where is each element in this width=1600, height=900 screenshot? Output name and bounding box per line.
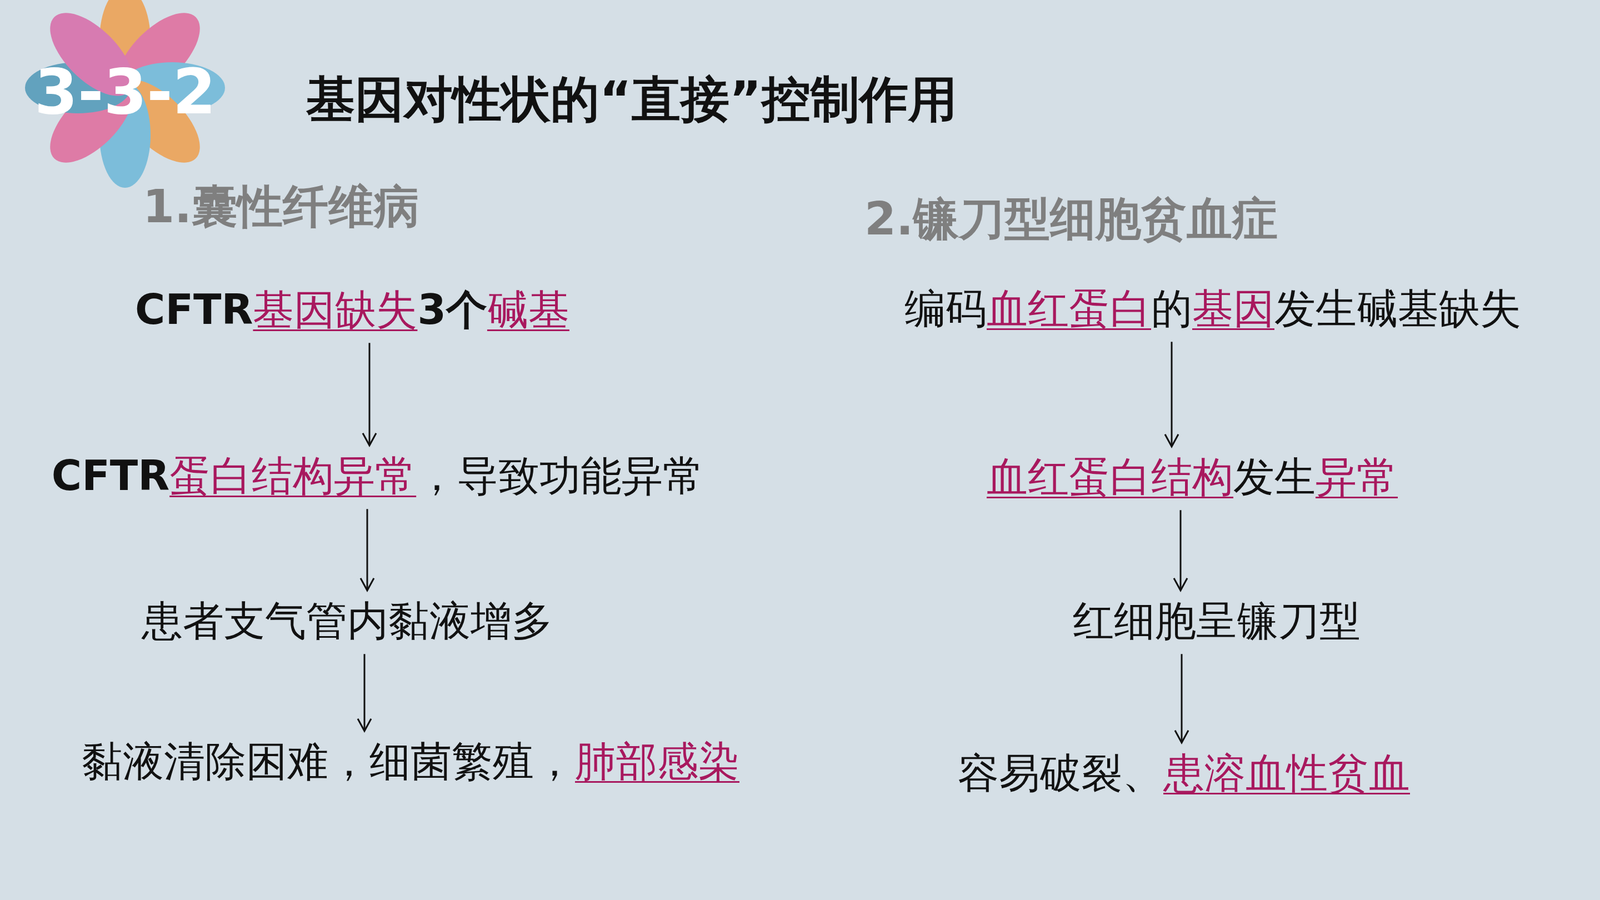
flow-step: 容易破裂、患溶血性贫血 <box>957 747 1410 799</box>
section-heading: 2.镰刀型细胞贫血症 <box>864 188 1278 250</box>
step-text: 患者支气管内黏液增多 <box>141 596 553 645</box>
step-text: 黏液清除困难，细菌繁殖， <box>81 737 575 785</box>
section-heading: 1.囊性纤维病 <box>142 176 420 238</box>
step-text: 蛋白结构异常 <box>169 451 417 500</box>
step-text: ，导致功能异常 <box>416 451 704 500</box>
section-badge: 3-3-2 <box>34 55 217 128</box>
flow-arrow <box>1173 510 1188 591</box>
flow-arrow <box>362 342 377 446</box>
step-text: 基因 <box>1192 284 1275 333</box>
flow-arrow <box>357 653 372 732</box>
step-text: 血红蛋白结构 <box>986 452 1234 501</box>
flow-step: 血红蛋白结构发生异常 <box>986 451 1398 503</box>
step-text: 发生碱基缺失 <box>1274 284 1522 333</box>
step-text: 容易破裂、 <box>957 748 1164 797</box>
flow-step: 患者支气管内黏液增多 <box>141 595 553 647</box>
step-text: CFTR <box>135 285 253 334</box>
step-text: 肺部感染 <box>575 737 740 785</box>
flow-arrow <box>360 508 374 591</box>
step-text: 碱基 <box>487 285 570 334</box>
flow-step: 编码血红蛋白的基因发生碱基缺失 <box>904 282 1522 335</box>
step-text: CFTR <box>51 451 170 500</box>
step-text: 编码 <box>904 284 987 333</box>
step-text: 3个 <box>417 285 488 334</box>
flow-step: 黏液清除困难，细菌繁殖，肺部感染 <box>81 735 740 788</box>
step-text: 基因缺失 <box>252 285 418 334</box>
slide-title: 基因对性状的“直接”控制作用 <box>306 66 958 133</box>
step-text: 异常 <box>1315 452 1398 501</box>
step-text: 血红蛋白 <box>986 284 1152 333</box>
flow-step: CFTR基因缺失3个碱基 <box>135 283 570 336</box>
step-text: 发生 <box>1233 452 1316 501</box>
flow-arrow <box>1175 653 1189 743</box>
flow-arrow <box>1165 341 1179 447</box>
step-text: 患溶血性贫血 <box>1163 748 1410 797</box>
step-text: 的 <box>1151 284 1193 333</box>
step-text: 红细胞呈镰刀型 <box>1072 596 1361 645</box>
flow-step: CFTR蛋白结构异常，导致功能异常 <box>51 450 704 502</box>
flow-step: 红细胞呈镰刀型 <box>1072 595 1361 647</box>
